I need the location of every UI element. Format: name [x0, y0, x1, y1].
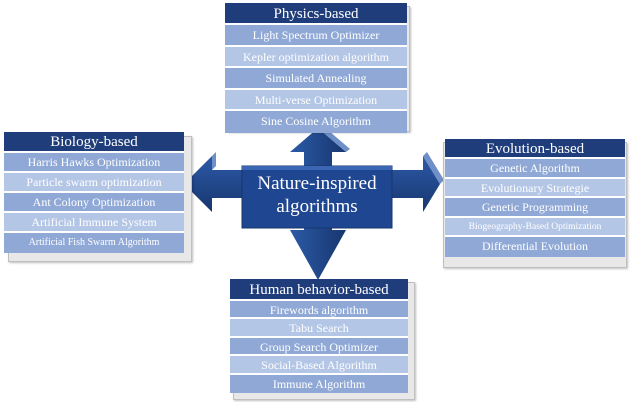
biology-item: Artificial Immune System [4, 213, 184, 233]
evolution-based-box: Evolution-based Genetic Algorithm Evolut… [443, 139, 627, 268]
human-item: Group Search Optimizer [230, 337, 408, 357]
human-item: Immune Algorithm [230, 374, 408, 393]
evolution-item: Biogeography-Based Optimization [445, 217, 625, 238]
center-block [241, 165, 393, 229]
evolution-item: Differential Evolution [445, 237, 625, 257]
physics-item: Light Spectrum Optimizer [225, 25, 407, 47]
biology-item: Artificial Fish Swarm Algorithm [4, 233, 184, 253]
physics-item: Multi-verse Optimization [225, 89, 407, 111]
biology-header: Biology-based [4, 132, 184, 153]
human-item: Social-Based Algorithm [230, 356, 408, 375]
biology-based-box: Biology-based Harris Hawks Optimization … [4, 132, 192, 262]
human-behavior-based-box: Human behavior-based Firewords algorithm… [230, 279, 415, 400]
evolution-item: Genetic Programming [445, 198, 625, 218]
biology-item: Harris Hawks Optimization [4, 153, 184, 173]
physics-item: Simulated Annealing [225, 68, 407, 90]
physics-based-box: Physics-based Light Spectrum Optimizer K… [225, 3, 410, 133]
center-title-line2: algorithms [276, 196, 358, 217]
evolution-header: Evolution-based [445, 139, 625, 159]
biology-item: Ant Colony Optimization [4, 193, 184, 213]
biology-item: Particle swarm optimization [4, 173, 184, 193]
physics-header: Physics-based [225, 3, 407, 25]
human-header: Human behavior-based [230, 279, 408, 301]
horizontal-arrow-edge [212, 152, 216, 170]
center-title-line1: Nature-inspired [257, 173, 377, 194]
physics-item: Kepler optimization algorithm [225, 46, 407, 68]
evolution-item: Evolutionary Strategie [445, 178, 625, 199]
human-item: Firewords algorithm [230, 301, 408, 320]
evolution-item: Genetic Algorithm [445, 159, 625, 179]
center-title: Nature-inspired algorithms [246, 172, 388, 222]
human-item: Tabu Search [230, 319, 408, 338]
physics-item: Sine Cosine Algorithm [225, 111, 407, 133]
